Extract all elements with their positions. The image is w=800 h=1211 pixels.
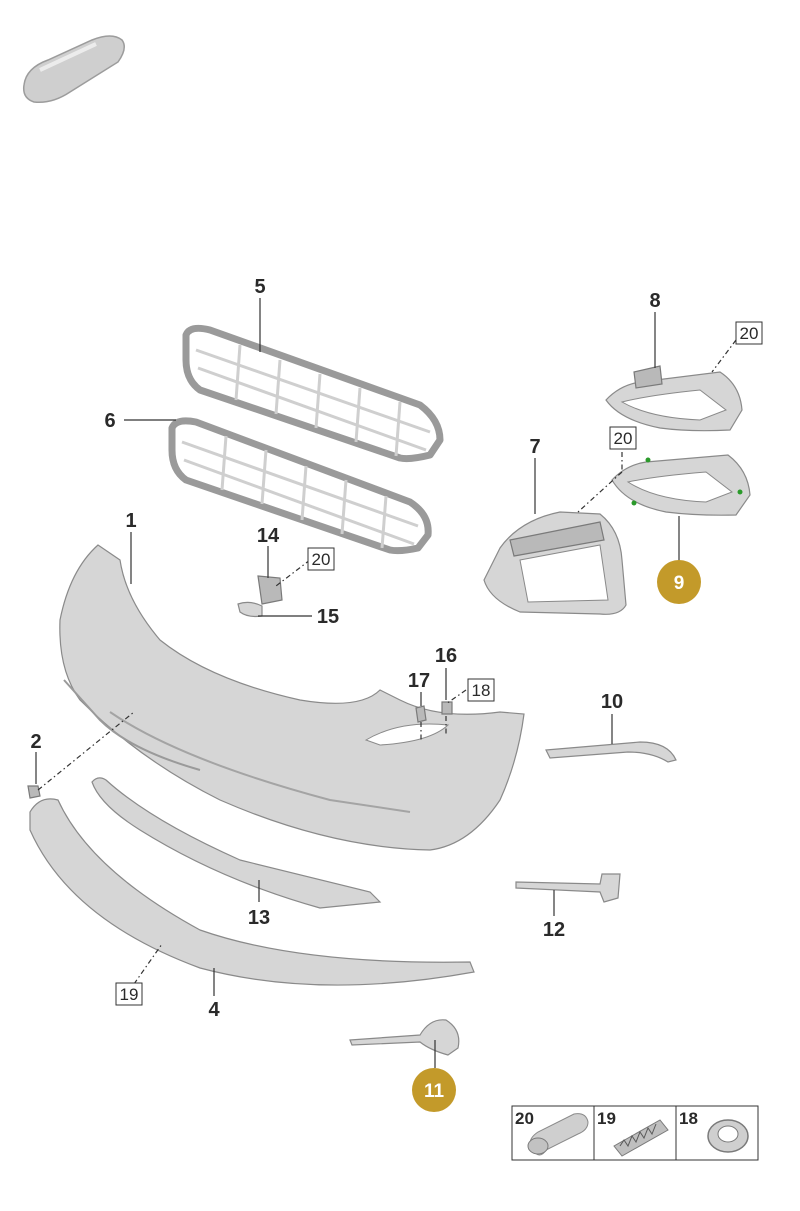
- part-4-spoiler-lip[interactable]: [29, 798, 475, 986]
- part-8-bracket[interactable]: [605, 365, 743, 432]
- part-13-trim-strip[interactable]: [91, 777, 382, 909]
- boxed-label-19: 19: [120, 985, 139, 1004]
- label-14: 14: [257, 525, 280, 547]
- label-4: 4: [208, 999, 220, 1021]
- label-10: 10: [601, 691, 623, 713]
- part-12-strip[interactable]: [515, 873, 621, 903]
- legend-label-20: 20: [515, 1109, 534, 1128]
- part-10-trim[interactable]: [545, 741, 677, 763]
- label-13: 13: [248, 907, 270, 929]
- boxed-label-20-middle: 20: [614, 429, 633, 448]
- hardware-legend: 20 19 18: [511, 1105, 759, 1161]
- clip-nut-icon: [613, 1119, 669, 1157]
- label-7: 7: [529, 436, 540, 458]
- part-11-air-guide[interactable]: [349, 1019, 460, 1056]
- part-16-clip[interactable]: [441, 701, 453, 715]
- label-8: 8: [649, 290, 660, 312]
- legend-label-19: 19: [597, 1109, 616, 1128]
- legend-label-18: 18: [679, 1109, 698, 1128]
- label-15: 15: [317, 606, 339, 628]
- label-6: 6: [104, 410, 115, 432]
- highlight-label-11: 11: [424, 1081, 445, 1102]
- highlight-label-9: 9: [674, 573, 685, 594]
- highlighted-part-9[interactable]: 9: [657, 560, 701, 604]
- part-9-bracket[interactable]: [611, 454, 751, 516]
- part-17-clip[interactable]: [415, 705, 427, 723]
- boxed-label-18: 18: [472, 681, 491, 700]
- boxed-labels: 20 20 20 18 19: [115, 321, 763, 1006]
- boxed-label-20-lower: 20: [312, 550, 331, 569]
- part-14-clip[interactable]: [257, 575, 283, 605]
- part-15-clip[interactable]: [237, 601, 263, 618]
- screw-icon: [527, 1113, 589, 1156]
- part-2-clip[interactable]: [27, 785, 41, 799]
- part-6-lower-grille[interactable]: [168, 417, 432, 555]
- part-5-upper-grille[interactable]: [182, 324, 444, 463]
- part-1-bumper-cover[interactable]: [59, 544, 525, 851]
- legend-cell-20[interactable]: 20: [515, 1109, 589, 1156]
- label-2: 2: [30, 731, 41, 753]
- label-16: 16: [435, 645, 457, 667]
- label-1: 1: [125, 510, 136, 532]
- legend-cell-18[interactable]: 18: [679, 1109, 749, 1153]
- highlighted-part-11[interactable]: 11: [412, 1068, 456, 1112]
- part-7-frame[interactable]: [483, 511, 627, 615]
- label-17: 17: [408, 670, 430, 692]
- part-labels: 5 6 8 7 1 14 15 16 17 10 2 13 12 4: [30, 276, 660, 1021]
- legend-cell-19[interactable]: 19: [597, 1109, 669, 1157]
- grommet-ring-icon: [707, 1119, 749, 1153]
- boxed-label-20-upper: 20: [740, 324, 759, 343]
- label-5: 5: [254, 276, 265, 298]
- label-12: 12: [543, 919, 565, 941]
- dash-dot-lines: [37, 339, 737, 985]
- car-silhouette-icon: [22, 35, 125, 104]
- leader-lines: [35, 298, 680, 1068]
